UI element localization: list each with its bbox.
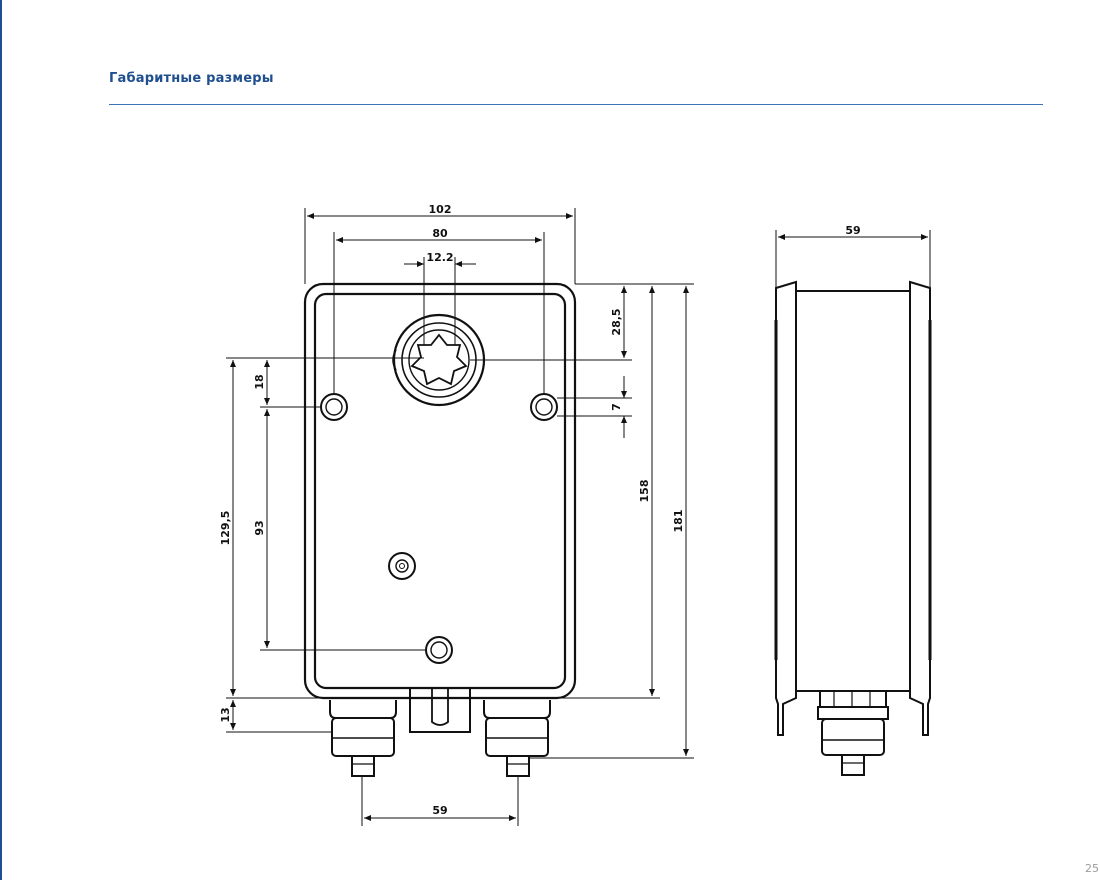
- housing-inner: [313, 292, 567, 690]
- side-cable-gland: [817, 690, 889, 776]
- dim-28-5: 28,5: [610, 308, 623, 335]
- dim-93: 93: [253, 520, 266, 535]
- title-underline: [109, 104, 1043, 105]
- side-flange-left: [775, 280, 797, 736]
- dim-158: 158: [638, 480, 651, 503]
- page-title: Габаритные размеры: [109, 71, 274, 86]
- tab-slot: [431, 688, 449, 726]
- cable-gland-right: [483, 700, 551, 777]
- dim-102: 102: [429, 203, 452, 216]
- dim-13: 13: [219, 707, 232, 722]
- side-flange-right: [909, 280, 931, 736]
- dim-12-2: 12.2: [426, 251, 453, 264]
- shaft-notch: [392, 349, 397, 371]
- mounting-hole-left: [320, 393, 348, 421]
- dim-181: 181: [672, 510, 685, 533]
- left-edge-rule: [0, 0, 2, 880]
- side-dimension-lines: [775, 230, 931, 288]
- mounting-hole-bottom: [425, 636, 453, 664]
- dim-7: 7: [610, 403, 623, 411]
- shaft-star-icon: [410, 333, 468, 386]
- dim-129-5: 129,5: [219, 511, 232, 546]
- shaft-inner-ring: [408, 329, 470, 391]
- side-view: [774, 280, 932, 776]
- cable-gland-left: [329, 700, 397, 777]
- dim-59-bottom: 59: [432, 804, 447, 817]
- screw-center: [388, 552, 416, 580]
- housing-outer: [303, 282, 577, 700]
- dim-80: 80: [432, 227, 448, 240]
- dim-18: 18: [253, 374, 266, 389]
- side-body: [795, 290, 911, 692]
- mounting-hole-right: [530, 393, 558, 421]
- front-dimension-labels: 102 80 12.2 28,5 7 158 181 129,5 18 93 1…: [219, 203, 685, 817]
- page-number: 25: [1085, 862, 1099, 875]
- bottom-tab: [409, 688, 471, 733]
- front-dimension-lines: [226, 208, 694, 826]
- dim-59-side: 59: [845, 224, 860, 237]
